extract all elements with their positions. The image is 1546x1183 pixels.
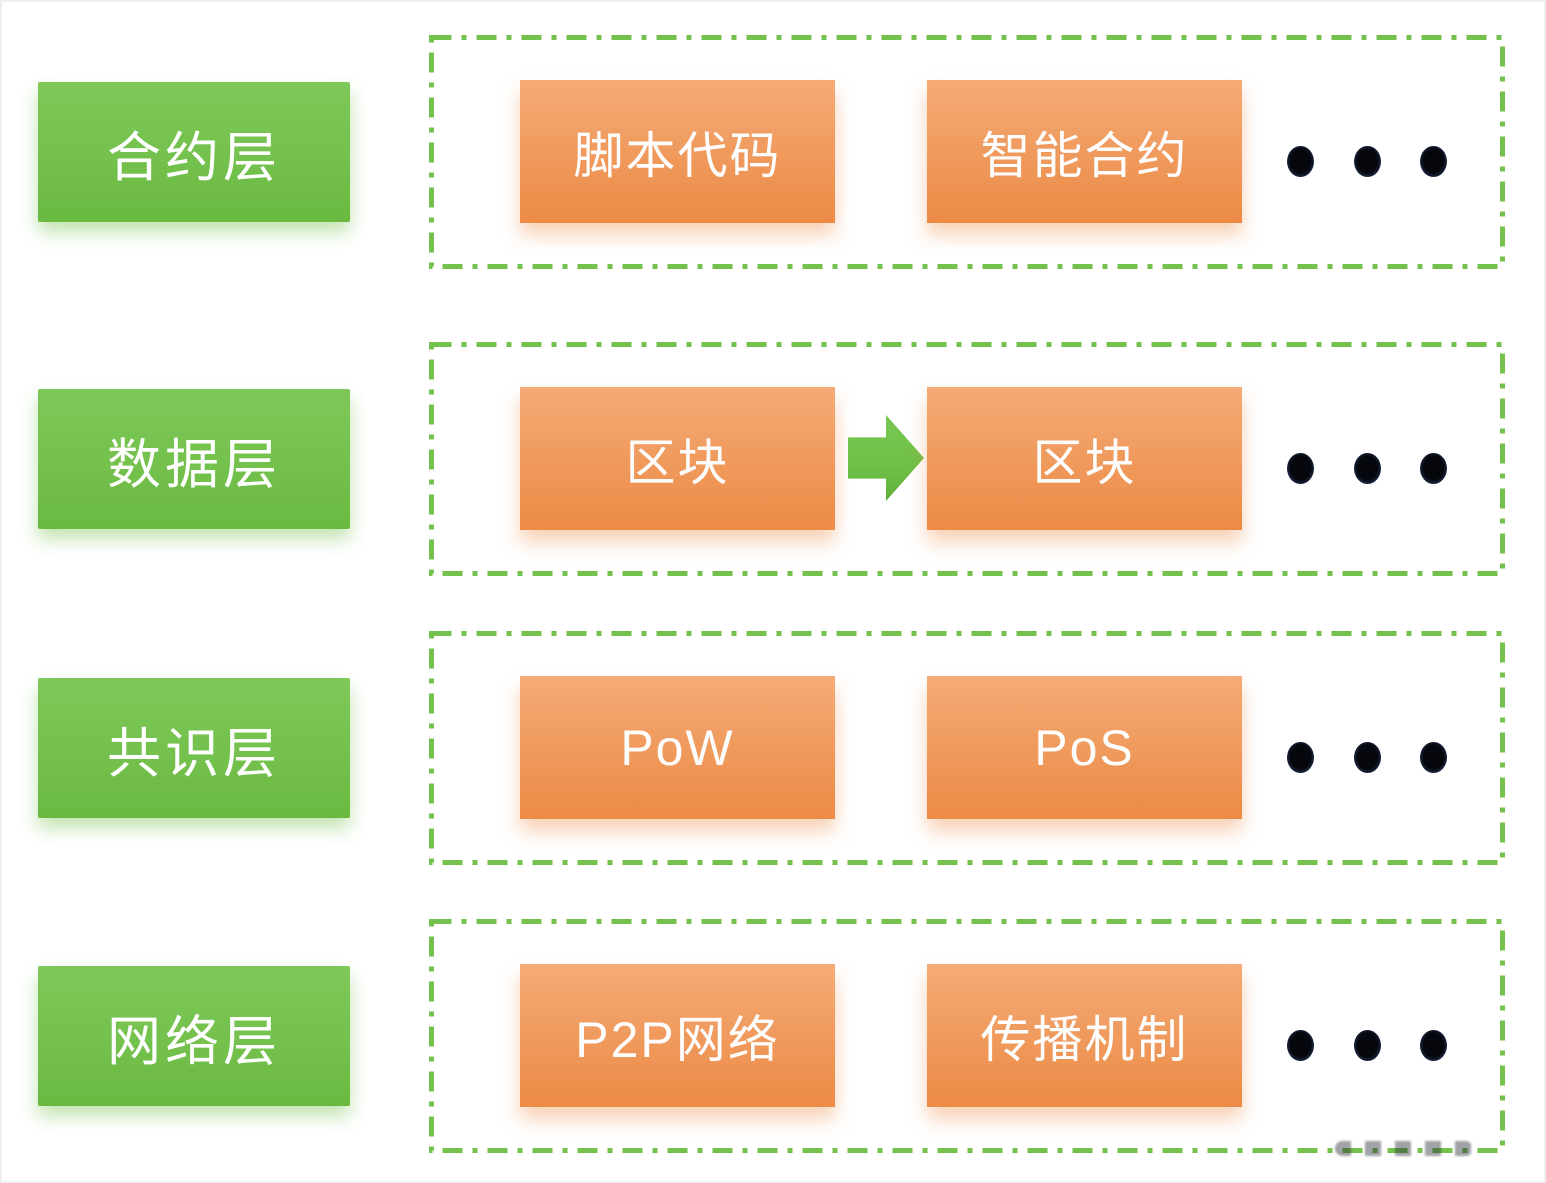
item-box: 区块 <box>520 387 835 530</box>
dashed-border <box>429 35 1505 269</box>
dot-icon <box>1420 145 1447 177</box>
item-box: 传播机制 <box>927 964 1242 1107</box>
layer-row-consensus: 共识层 PoW PoS <box>2 631 1546 865</box>
layer-label: 数据层 <box>107 434 281 495</box>
item-label: P2P网络 <box>575 1011 780 1068</box>
dashed-border <box>429 631 1505 865</box>
item-label: PoW <box>620 719 735 776</box>
dot-icon <box>1287 145 1314 177</box>
dot-icon <box>1420 452 1447 484</box>
dot-icon <box>1287 452 1314 484</box>
layer-row-data: 数据层 区块 区块 <box>2 342 1546 576</box>
item-label: 传播机制 <box>980 1011 1189 1068</box>
dot-icon <box>1353 145 1381 177</box>
ellipsis-dots-icon <box>1287 631 1447 865</box>
item-box: 区块 <box>927 387 1242 530</box>
layer-items-container: 脚本代码 智能合约 <box>429 35 1505 269</box>
layer-label-box: 合约层 <box>38 82 350 222</box>
dot-icon <box>1420 1029 1447 1061</box>
item-box: P2P网络 <box>520 964 835 1107</box>
item-label: 脚本代码 <box>573 127 782 184</box>
item-label: 区块 <box>625 434 730 491</box>
item-box: PoW <box>520 676 835 819</box>
layer-row-network: 网络层 P2P网络 传播机制 <box>2 919 1546 1156</box>
dot-icon <box>1287 741 1314 773</box>
item-label: PoS <box>1034 719 1135 776</box>
dashed-border <box>429 342 1505 576</box>
item-label: 智能合约 <box>980 127 1189 184</box>
item-label: 区块 <box>1032 434 1137 491</box>
layer-items-container: 区块 区块 <box>429 342 1505 576</box>
layer-label-box: 数据层 <box>38 389 350 529</box>
watermark-artifact <box>1335 1141 1473 1156</box>
layer-label: 合约层 <box>107 127 281 188</box>
dot-icon <box>1353 452 1381 484</box>
dot-icon <box>1420 741 1447 773</box>
layer-label: 网络层 <box>107 1011 281 1072</box>
ellipsis-dots-icon <box>1287 919 1447 1153</box>
item-box: 脚本代码 <box>520 80 835 223</box>
layer-label-box: 共识层 <box>38 678 350 818</box>
dashed-border <box>429 919 1505 1153</box>
item-box: PoS <box>927 676 1242 819</box>
ellipsis-dots-icon <box>1287 35 1447 269</box>
layer-row-contract: 合约层 脚本代码 智能合约 <box>2 35 1546 269</box>
layer-items-container: PoW PoS <box>429 631 1505 865</box>
layer-label: 共识层 <box>107 723 281 784</box>
dot-icon <box>1287 1029 1314 1061</box>
item-box: 智能合约 <box>927 80 1242 223</box>
ellipsis-dots-icon <box>1287 342 1447 576</box>
layer-items-container: P2P网络 传播机制 <box>429 919 1505 1156</box>
dot-icon <box>1353 1029 1381 1061</box>
layer-label-box: 网络层 <box>38 966 350 1106</box>
dot-icon <box>1353 741 1381 773</box>
